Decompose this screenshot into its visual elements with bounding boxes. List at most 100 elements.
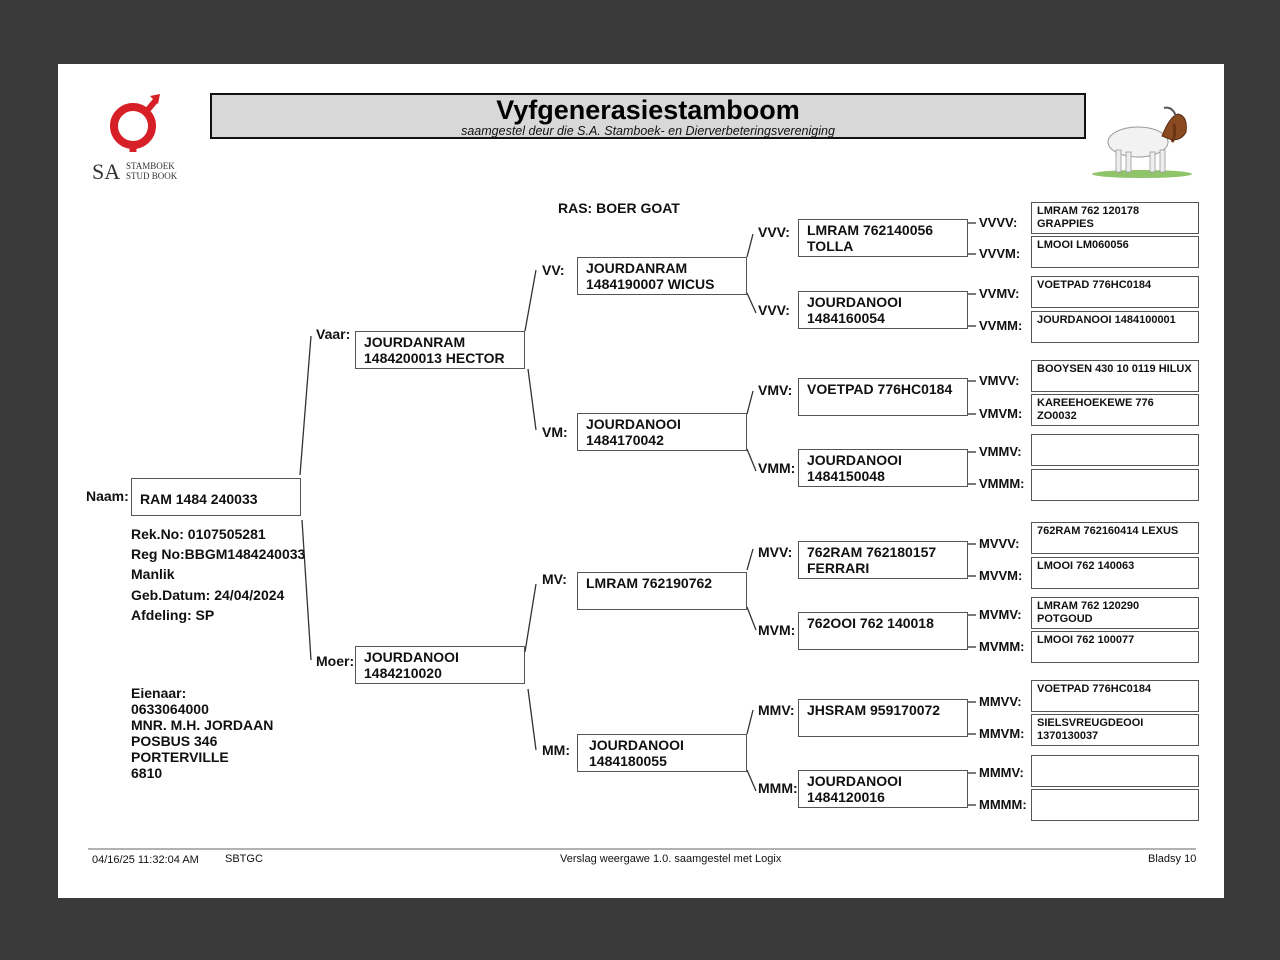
gen4-label: MVMM:	[979, 639, 1025, 654]
gen2-box: LMRAM 762190762	[577, 572, 747, 610]
gen4-line: 762RAM 762160414 LEXUS	[1037, 525, 1179, 537]
gen3-label: VVV:	[758, 224, 790, 240]
gen4-label: VMVV:	[979, 373, 1020, 388]
dam-line: JOURDANOOI	[364, 649, 459, 665]
gen3-box: JOURDANOOI 1484150048	[798, 449, 968, 487]
gen2-line: 1484190007 WICUS	[586, 276, 715, 292]
gen4-label: MMVV:	[979, 694, 1022, 709]
owner-line: 0633064000	[131, 701, 209, 717]
pedigree-connector-lines	[88, 222, 1196, 850]
gen4-line: ZO0032	[1037, 410, 1077, 422]
gen3-label: VVV:	[758, 302, 790, 318]
gen4-box: KAREEHOEKEWE 776 ZO0032	[1031, 394, 1199, 426]
gen4-label: VVVM:	[979, 246, 1021, 261]
dam-line: 1484210020	[364, 665, 442, 681]
gen2-line: JOURDANOOI	[586, 416, 681, 432]
gen4-line: LMRAM 762 120178	[1037, 205, 1140, 217]
gen4-label: MMMV:	[979, 765, 1024, 780]
gen3-box: VOETPAD 776HC0184	[798, 378, 968, 416]
logo-line1: STAMBOEK	[126, 161, 175, 171]
gen4-box: LMRAM 762 120290 POTGOUD	[1031, 597, 1199, 629]
gen2-label: MV:	[542, 571, 567, 587]
gen3-line: LMRAM 762140056	[807, 222, 934, 238]
gen4-box: LMRAM 762 120178 GRAPPIES	[1031, 202, 1199, 234]
gen3-label: MVM:	[758, 622, 796, 638]
gen4-box: VOETPAD 776HC0184	[1031, 276, 1199, 308]
gen4-label: VMMV:	[979, 444, 1022, 459]
gen2-box: JOURDANOOI 1484180055	[577, 734, 747, 772]
title-banner: Vyfgenerasiestamboom saamgestel deur die…	[210, 93, 1086, 139]
gen3-box: JOURDANOOI 1484160054	[798, 291, 968, 329]
gen3-line: JOURDANOOI	[807, 452, 902, 468]
gen3-line: JOURDANOOI	[807, 773, 902, 789]
gen4-line: POTGOUD	[1037, 613, 1093, 625]
animal-detail: Geb.Datum: 24/04/2024	[131, 587, 285, 603]
owner-line: MNR. M.H. JORDAAN	[131, 717, 274, 733]
gen4-box: LMOOI 762 140063	[1031, 557, 1199, 589]
gen3-line: FERRARI	[807, 560, 870, 576]
logo-sa-text: SA	[92, 159, 121, 184]
gen4-box	[1031, 789, 1199, 821]
gen3-line: TOLLA	[807, 238, 854, 254]
gen4-label: VMMM:	[979, 476, 1025, 491]
footer-page-number: Bladsy 10	[1148, 853, 1197, 865]
page-subtitle: saamgestel deur die S.A. Stamboek- en Di…	[461, 124, 835, 138]
gen4-line: VOETPAD 776HC0184	[1037, 279, 1152, 291]
footer-code: SBTGC	[225, 853, 263, 865]
gen4-box	[1031, 434, 1199, 466]
sire-box: JOURDANRAM 1484200013 HECTOR	[355, 331, 525, 369]
breed-label: RAS: BOER GOAT	[558, 200, 680, 216]
gen3-line: 1484150048	[807, 468, 885, 484]
gen2-line: JOURDANOOI	[589, 737, 684, 753]
gen2-line: 1484180055	[589, 753, 667, 769]
gen4-line: LMOOI 762 100077	[1037, 634, 1135, 646]
gen3-line: JHSRAM 959170072	[807, 702, 941, 718]
boer-goat-illustration	[1092, 102, 1196, 178]
gen4-label: MVMV:	[979, 607, 1022, 622]
dam-box: JOURDANOOI 1484210020	[355, 646, 525, 684]
gen2-label: VM:	[542, 424, 568, 440]
gen3-line: 762RAM 762180157	[807, 544, 937, 560]
gen4-box: LMOOI LM060056	[1031, 236, 1199, 268]
gen4-label: MVVV:	[979, 536, 1020, 551]
gen3-line: 762OOI 762 140018	[807, 615, 934, 631]
gen4-line: GRAPPIES	[1037, 218, 1094, 230]
gen3-line: JOURDANOOI	[807, 294, 902, 310]
gen2-box: JOURDANRAM 1484190007 WICUS	[577, 257, 747, 295]
gen4-box: JOURDANOOI 1484100001	[1031, 311, 1199, 343]
gen4-box	[1031, 469, 1199, 501]
gen2-line: 1484170042	[586, 432, 664, 448]
owner-line: Eienaar:	[131, 685, 187, 701]
gen3-label: MMV:	[758, 702, 795, 718]
logo-line2: STUD BOOK	[126, 171, 178, 181]
gen3-line: VOETPAD 776HC0184	[807, 381, 953, 397]
gen4-label: MMVM:	[979, 726, 1025, 741]
gen3-label: VMV:	[758, 382, 793, 398]
pedigree-page: SA STAMBOEK STUD BOOK Vyfgenerasiestambo…	[58, 64, 1224, 898]
gen4-box	[1031, 755, 1199, 787]
animal-detail: Rek.No: 0107505281	[131, 526, 266, 542]
gen2-label: VV:	[542, 262, 565, 278]
gen4-label: VVMM:	[979, 318, 1023, 333]
gen4-box: VOETPAD 776HC0184	[1031, 680, 1199, 712]
gen4-label: VVMV:	[979, 286, 1020, 301]
gen4-label: VVVV:	[979, 215, 1018, 230]
gen4-label: MVVM:	[979, 568, 1023, 583]
footer-datetime: 04/16/25 11:32:04 AM	[92, 854, 199, 866]
gen3-label: VMM:	[758, 460, 796, 476]
gen2-line: JOURDANRAM	[586, 260, 688, 276]
gen4-line: KAREEHOEKEWE 776	[1037, 397, 1154, 409]
name-label: Naam:	[86, 488, 129, 504]
gen4-box: SIELSVREUGDEOOI 1370130037	[1031, 714, 1199, 746]
gen4-line: LMOOI 762 140063	[1037, 560, 1135, 572]
gen3-label: MVV:	[758, 544, 793, 560]
subject-animal-name: RAM 1484 240033	[140, 491, 258, 507]
gen3-line: 1484120016	[807, 789, 885, 805]
gen2-box: JOURDANOOI 1484170042	[577, 413, 747, 451]
gen4-line: LMRAM 762 120290	[1037, 600, 1140, 612]
gen3-label: MMM:	[758, 780, 798, 796]
gen3-box: JHSRAM 959170072	[798, 699, 968, 737]
owner-line: PORTERVILLE	[131, 749, 229, 765]
sire-label: Vaar:	[316, 326, 351, 342]
gen4-line: LMOOI LM060056	[1037, 239, 1129, 251]
